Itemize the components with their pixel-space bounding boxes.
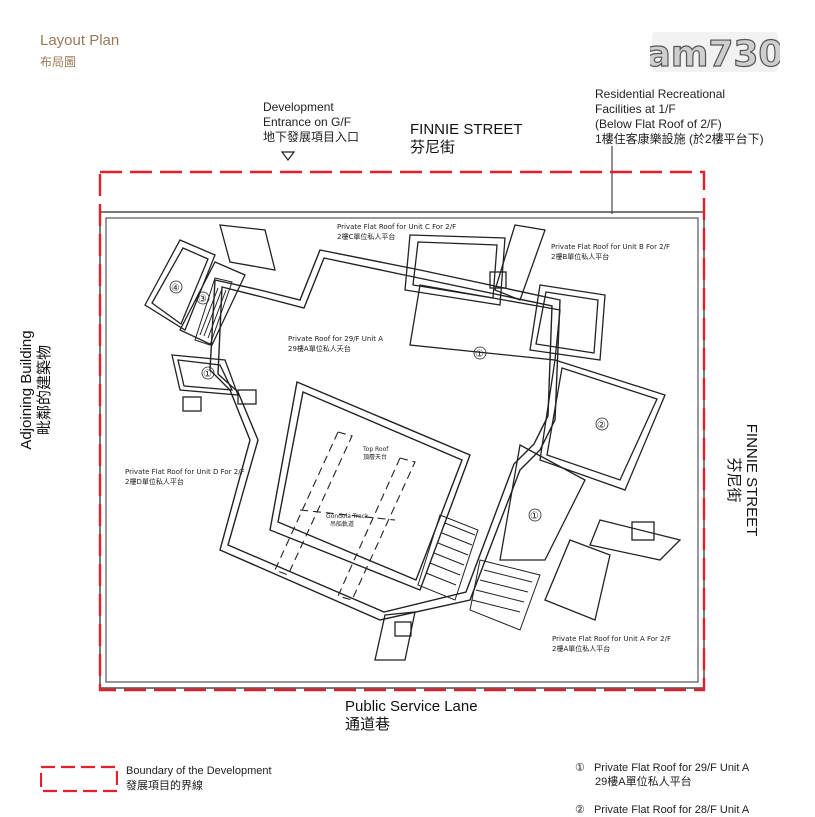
note-2: ② Private Flat Roof for 28/F Unit A [575, 803, 749, 817]
rec-label-en-1: Residential Recreational [595, 87, 726, 101]
entrance-label-en-2: Entrance on G/F [263, 115, 352, 129]
entrance-label: Development Entrance on G/F 地下發展項目入口 [263, 100, 359, 145]
building-outline [209, 249, 561, 621]
site-inner-outline [105, 217, 699, 683]
am730-logo: am730 [650, 32, 780, 76]
recreational-facilities-label: Residential Recreational Facilities at 1… [595, 87, 764, 147]
roof-a-en: Private Flat Roof for Unit A For 2/F [552, 635, 671, 643]
gondola-track [274, 431, 416, 601]
upper-right-rooms [404, 224, 666, 491]
note-1: ① Private Flat Roof for 29/F Unit A 29樓A… [575, 761, 749, 789]
roof-29a-zh: 29樓A單位私人天台 [288, 344, 351, 353]
roof-b-zh: 2樓B單位私人平台 [551, 252, 609, 261]
gondola-en: Gondola Track [326, 513, 369, 520]
plan-labels: Private Flat Roof for Unit C For 2/F 2樓C… [125, 223, 671, 653]
entrance-arrow-icon [280, 151, 296, 161]
service-lane-label: Public Service Lane 通道巷 [345, 698, 478, 734]
rec-label-en-2: Facilities at 1/F [595, 102, 676, 116]
top-roof-zh: 頂層天台 [363, 453, 387, 461]
boundary-legend-swatch [40, 765, 118, 793]
top-roof-en: Top Roof [362, 446, 389, 453]
roof-c-en: Private Flat Roof for Unit C For 2/F [337, 223, 456, 231]
gondola-zh: 吊船軌道 [330, 520, 354, 528]
marker-2: ② [597, 420, 606, 431]
lane-shaft [374, 611, 416, 661]
roof-b-en: Private Flat Roof for Unit B For 2/F [551, 243, 670, 251]
page-title-zh: 布局圖 [40, 55, 77, 69]
roof-a-zh: 2樓A單位私人平台 [552, 644, 610, 653]
service-lane-zh: 通道巷 [345, 716, 391, 733]
top-street-en: FINNIE STREET [410, 121, 523, 138]
marker-1-left: ① [203, 369, 212, 380]
markers [169, 280, 609, 522]
marker-1-right: ① [530, 511, 539, 522]
top-street-zh: 芬尼街 [410, 139, 456, 156]
staircase [194, 277, 541, 631]
rec-label-en-3: (Below Flat Roof of 2/F) [595, 117, 722, 131]
marker-4: ④ [171, 283, 180, 294]
note-1-marker: ① [575, 762, 585, 774]
page-title: Layout Plan [40, 32, 120, 49]
marker-1-center: ① [475, 349, 484, 360]
note-2-marker: ② [575, 804, 585, 816]
note-1-zh: 29樓A單位私人平台 [595, 776, 692, 788]
boundary-legend-zh: 發展項目的界線 [126, 780, 203, 792]
development-boundary [98, 170, 706, 692]
rec-label-zh: 1樓住客康樂設施 (於2樓平台下) [595, 132, 764, 146]
marker-3: ③ [198, 294, 207, 305]
roof-c-zh: 2樓C單位私人平台 [337, 232, 395, 241]
service-lane-en: Public Service Lane [345, 698, 478, 715]
entrance-label-en-1: Development [263, 100, 334, 114]
roof-d-en: Private Flat Roof for Unit D For 2/F [125, 468, 245, 476]
site-outline [99, 211, 705, 689]
upper-left-rooms [144, 224, 276, 412]
boundary-legend-text: Boundary of the Development 發展項目的界線 [126, 764, 272, 794]
roof-d-zh: 2樓D單位私人平台 [125, 477, 184, 486]
entrance-label-zh: 地下發展項目入口 [263, 130, 360, 144]
right-lower-rooms [499, 444, 682, 621]
svg-text:am730: am730 [650, 34, 780, 75]
note-2-en: Private Flat Roof for 28/F Unit A [593, 804, 750, 816]
boundary-legend-en: Boundary of the Development [126, 765, 272, 777]
note-1-en: Private Flat Roof for 29/F Unit A [593, 762, 750, 774]
roof-29a-en: Private Roof for 29/F Unit A [288, 335, 383, 343]
top-street-label: FINNIE STREET 芬尼街 [410, 121, 523, 157]
